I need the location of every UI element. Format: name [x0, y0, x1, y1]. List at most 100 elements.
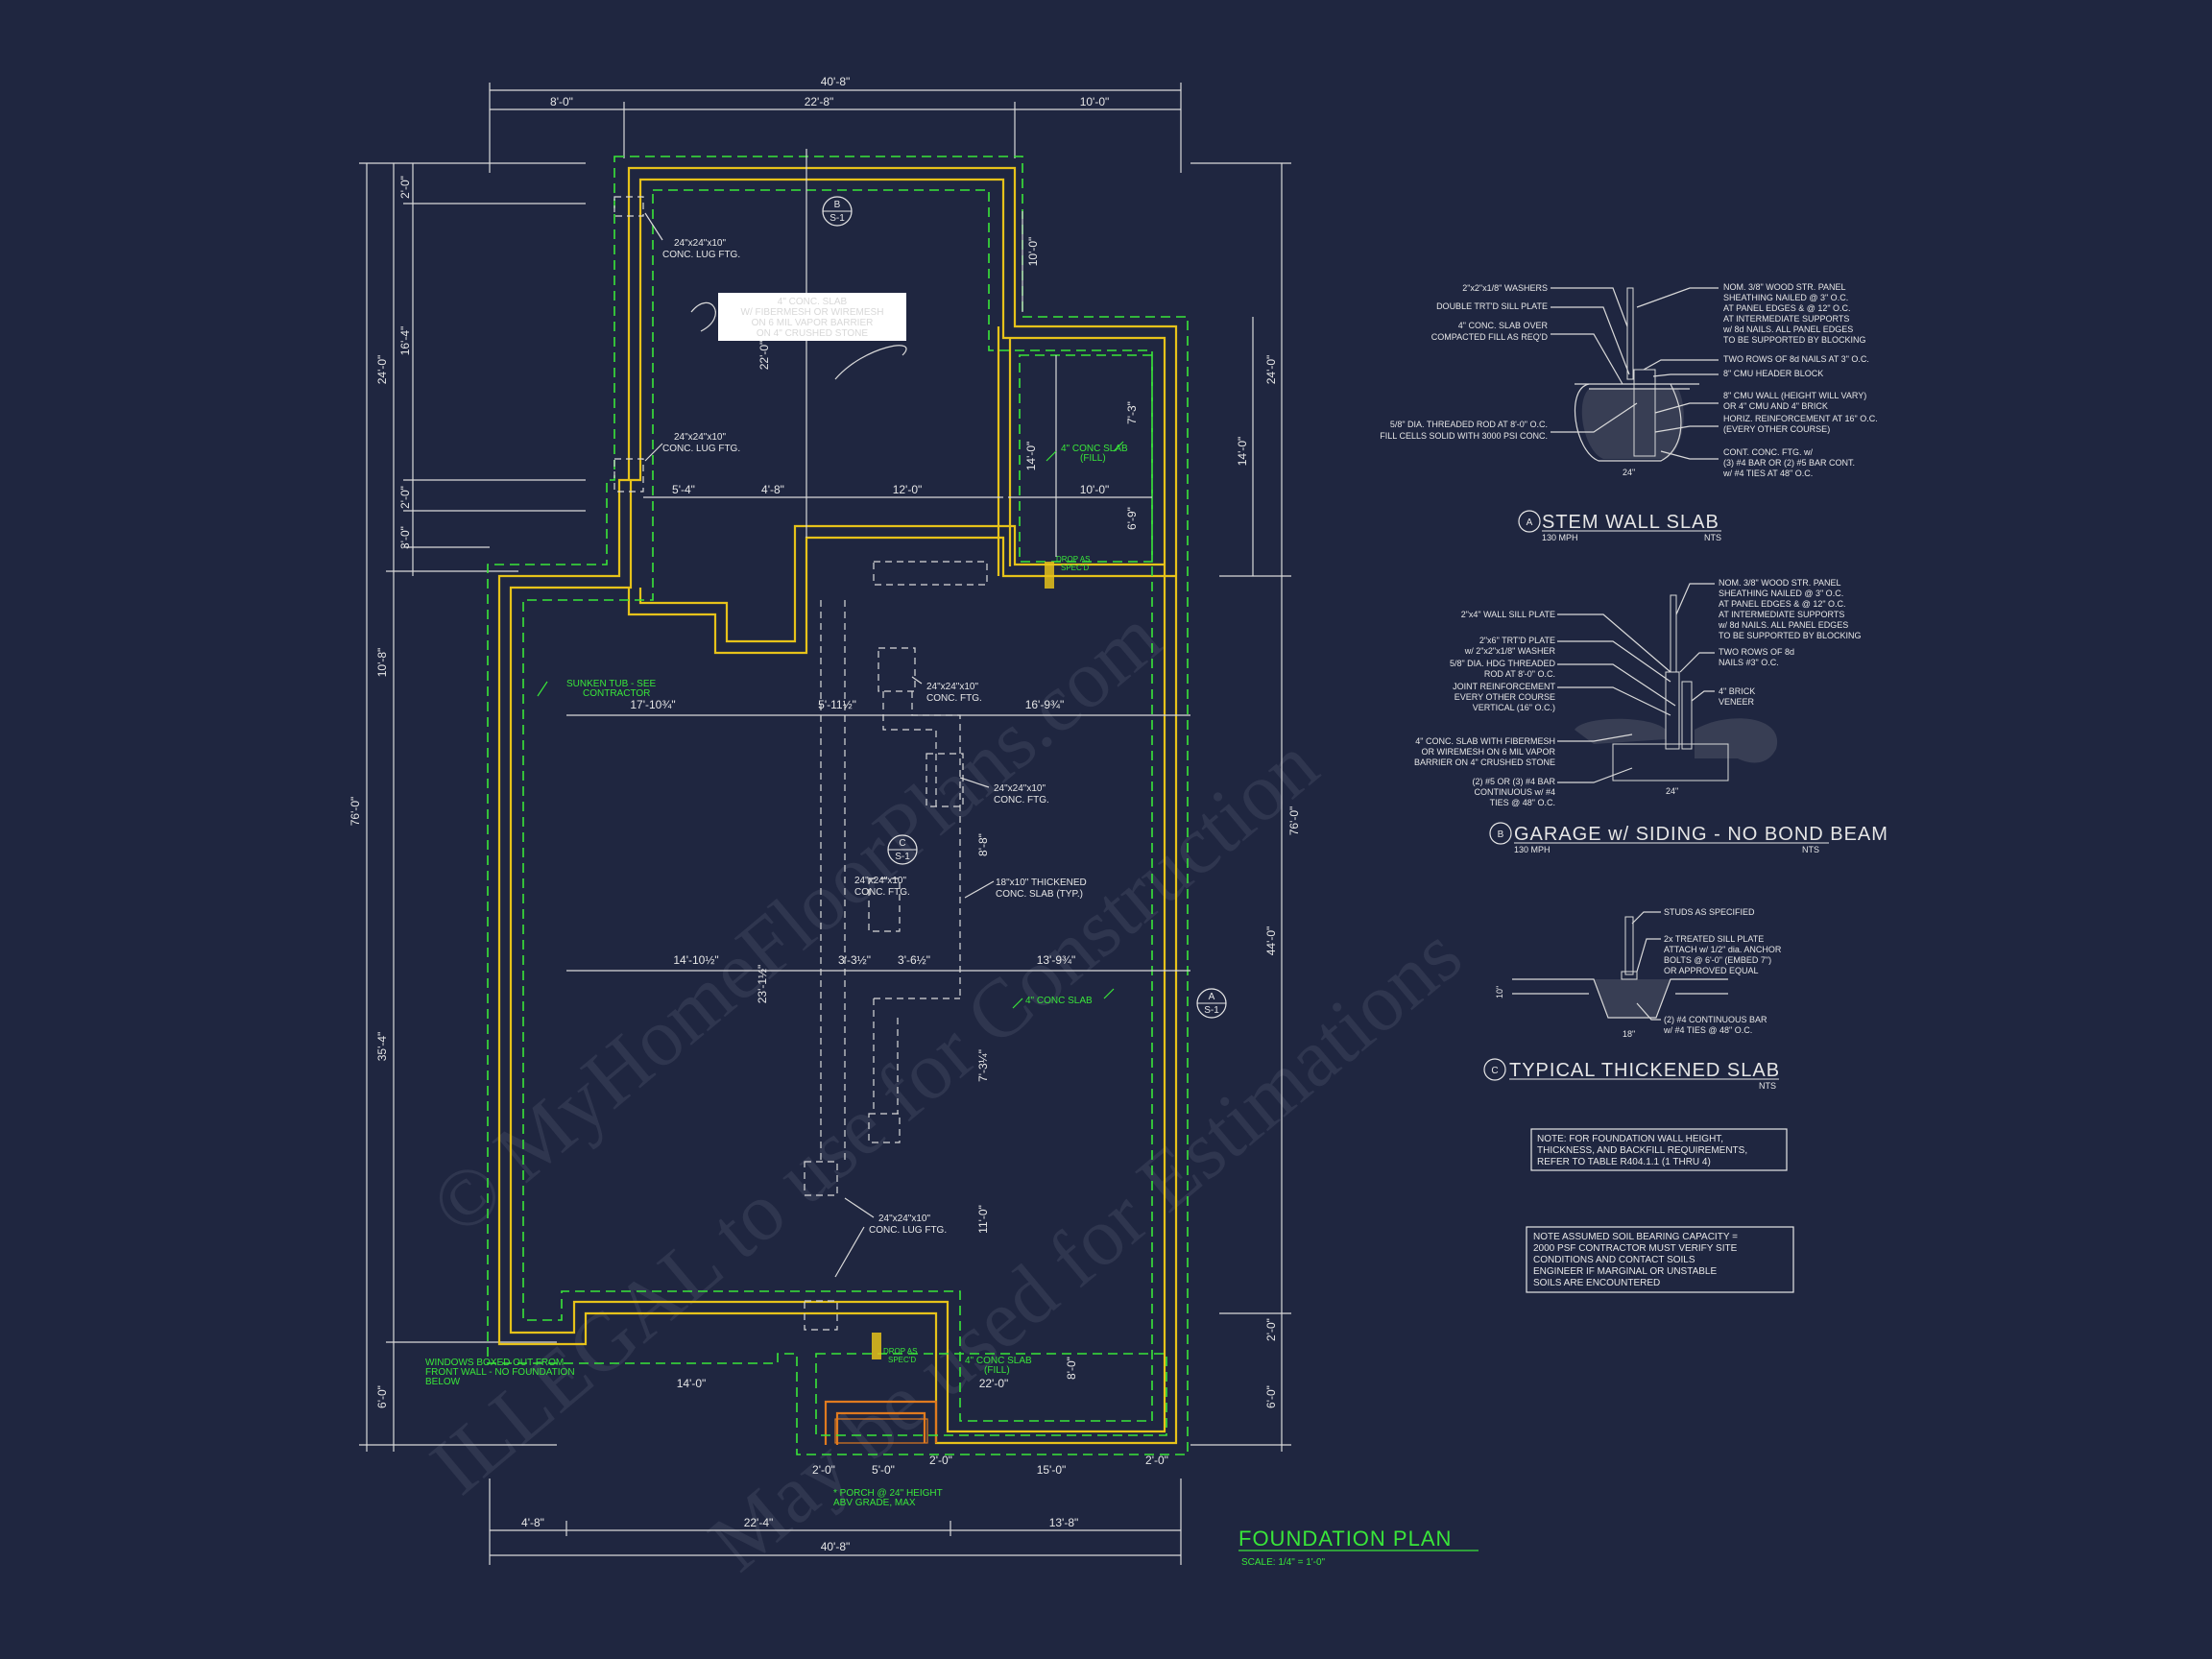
detail-a-left-notes: 2"x2"x1/8" WASHERS DOUBLE TRT'D SILL PLA…: [1380, 283, 1548, 441]
dim-in-14c: 14'-0": [677, 1377, 707, 1390]
dim-porch-2b: 2'-0": [929, 1454, 952, 1467]
foundation-wall-outer: [497, 166, 1178, 1445]
dim-right-24: 24'-0": [1264, 355, 1278, 385]
svg-text:2000 PSF CONTRACTOR MUST VERIF: 2000 PSF CONTRACTOR MUST VERIFY SITE: [1533, 1243, 1738, 1254]
dim-bot-mid: 22'-4": [744, 1516, 774, 1529]
dim-in-10: 10'-0": [1026, 237, 1040, 267]
dim-left-10: 10'-8": [375, 648, 389, 678]
svg-text:ROD AT 8'-0" O.C.: ROD AT 8'-0" O.C.: [1484, 669, 1555, 679]
dim-left-2b: 2'-0": [398, 486, 412, 509]
conc-fill-1-a: 4" CONC SLAB: [1061, 444, 1128, 454]
footing-outlines: [487, 156, 1189, 1455]
dim-top-right: 10'-0": [1080, 95, 1110, 108]
svg-text:2"x4" WALL SILL PLATE: 2"x4" WALL SILL PLATE: [1461, 610, 1555, 619]
detail-a-nts: NTS: [1704, 533, 1721, 542]
dim-porch-2a: 2'-0": [812, 1463, 835, 1477]
svg-text:5/8" DIA. THREADED ROD AT 8'-0: 5/8" DIA. THREADED ROD AT 8'-0" O.C.: [1390, 420, 1548, 429]
green-notes: 4" CONC SLAB (FILL) DROP AS SPEC'D SUNKE…: [425, 441, 1128, 1508]
ftg-a-size: 24"x24"x10": [926, 682, 978, 692]
footing-garage: [1019, 354, 1153, 563]
svg-text:VERTICAL (16" O.C.): VERTICAL (16" O.C.): [1473, 703, 1555, 712]
svg-text:(2) #5 OR (3) #4 BAR: (2) #5 OR (3) #4 BAR: [1472, 777, 1555, 786]
dim-left-6: 6'-0": [375, 1385, 389, 1408]
foundation-walls: [497, 166, 1178, 1445]
conc-fill-1-b: (FILL): [1080, 453, 1106, 464]
footing-porch-area: [815, 1353, 1167, 1436]
dim-porch-2c: 2'-0": [1145, 1454, 1168, 1467]
svg-text:w/ 8d NAILS. ALL PANEL EDGES: w/ 8d NAILS. ALL PANEL EDGES: [1718, 620, 1848, 630]
detail-a-dim: 24": [1623, 468, 1635, 477]
dim-in-14: 14'-0": [1024, 442, 1038, 471]
detail-a-wind: 130 MPH: [1542, 533, 1578, 542]
svg-text:BARRIER ON 4" CRUSHED STONE: BARRIER ON 4" CRUSHED STONE: [1414, 757, 1555, 767]
detail-a-stem-wall-slab: 24" 2"x2"x1/8" WASHERS DOUBLE TRT'D SILL…: [1380, 282, 1877, 542]
interior-bearing-wall: [627, 536, 1176, 655]
svg-text:TIES @ 48" O.C.: TIES @ 48" O.C.: [1490, 798, 1555, 807]
section-markers: B S-1 C S-1 A S-1: [822, 196, 1227, 1019]
dim-porch-15: 15'-0": [1037, 1463, 1067, 1477]
dim-in-13: 13'-9¾": [1037, 953, 1076, 967]
detail-c-title: TYPICAL THICKENED SLAB: [1509, 1060, 1780, 1081]
svg-text:4" CONC. SLAB WITH FIBERMESH: 4" CONC. SLAB WITH FIBERMESH: [1415, 736, 1555, 746]
svg-text:SOILS ARE ENCOUNTERED: SOILS ARE ENCOUNTERED: [1533, 1278, 1660, 1288]
svg-text:BOLTS @ 6'-0" (EMBED 7"): BOLTS @ 6'-0" (EMBED 7"): [1664, 955, 1771, 965]
windows-note-a: WINDOWS BOXED OUT FROM: [425, 1358, 564, 1368]
svg-text:B: B: [834, 200, 841, 210]
svg-text:TWO ROWS OF 8d NAILS AT 3" O.C: TWO ROWS OF 8d NAILS AT 3" O.C.: [1723, 354, 1869, 364]
dim-left-24: 24'-0": [375, 355, 389, 385]
detail-b-tag: B: [1498, 830, 1504, 840]
lug-ftg-1-size: 24"x24"x10": [674, 238, 726, 249]
dim-bot-left: 4'-8": [521, 1516, 544, 1529]
conc-slab-note: 4" CONC SLAB: [1025, 996, 1093, 1006]
svg-text:HORIZ. REINFORCEMENT AT 16" O.: HORIZ. REINFORCEMENT AT 16" O.C.: [1723, 414, 1878, 423]
svg-text:w/ 8d NAILS. ALL PANEL EDGES: w/ 8d NAILS. ALL PANEL EDGES: [1722, 325, 1853, 334]
svg-text:C: C: [899, 838, 905, 849]
svg-text:AT PANEL EDGES & @ 12" O.C.: AT PANEL EDGES & @ 12" O.C.: [1719, 599, 1846, 609]
detail-a-right-notes: NOM. 3/8" WOOD STR. PANEL SHEATHING NAIL…: [1722, 282, 1878, 478]
footing-outer: [487, 156, 1189, 1455]
dim-in-7-3: 7'-3": [1125, 401, 1139, 424]
svg-text:SHEATHING NAILED @ 3" O.C.: SHEATHING NAILED @ 3" O.C.: [1719, 589, 1843, 598]
svg-text:NOTE ASSUMED SOIL BEARING CAPA: NOTE ASSUMED SOIL BEARING CAPACITY =: [1533, 1232, 1738, 1242]
thickened-slab-b: CONC. SLAB (TYP.): [996, 889, 1083, 900]
slab-callout-box: 4" CONC. SLAB W/ FIBERMESH OR WIREMESH O…: [718, 293, 906, 341]
sunken-tub-a: SUNKEN TUB - SEE: [566, 679, 656, 689]
note-box-foundation-wall: NOTE: FOR FOUNDATION WALL HEIGHT, THICKN…: [1530, 1128, 1788, 1171]
svg-text:TWO ROWS OF 8d: TWO ROWS OF 8d: [1719, 647, 1794, 657]
note-box-soil-bearing: NOTE ASSUMED SOIL BEARING CAPACITY = 200…: [1526, 1226, 1794, 1293]
svg-text:ATTACH w/ 1/2" dia. ANCHOR: ATTACH w/ 1/2" dia. ANCHOR: [1664, 945, 1782, 954]
svg-text:TO BE SUPPORTED BY BLOCKING: TO BE SUPPORTED BY BLOCKING: [1719, 631, 1862, 640]
section-marker-b[interactable]: B S-1: [822, 196, 853, 227]
dim-in-7-3b: 7'-3¼": [976, 1049, 990, 1082]
svg-text:OR 4" CMU AND 4" BRICK: OR 4" CMU AND 4" BRICK: [1723, 401, 1828, 411]
dim-left-3: 3'-0": [398, 526, 412, 549]
svg-text:ENGINEER IF MARGINAL OR UNSTAB: ENGINEER IF MARGINAL OR UNSTABLE: [1533, 1266, 1717, 1277]
detail-c-notes: STUDS AS SPECIFIED 2x TREATED SILL PLATE…: [1663, 907, 1782, 1035]
porch-note-b: ABV GRADE, MAX: [833, 1498, 916, 1508]
lug-ftg-2-size: 24"x24"x10": [674, 432, 726, 443]
drop-2-a: DROP AS: [883, 1347, 917, 1356]
plan-scale: SCALE: 1/4" = 1'-0": [1241, 1557, 1326, 1568]
dim-in-22b: 22'-0": [979, 1377, 1009, 1390]
detail-b-right-notes: NOM. 3/8" WOOD STR. PANEL SHEATHING NAIL…: [1718, 578, 1862, 707]
svg-text:OR APPROVED EQUAL: OR APPROVED EQUAL: [1664, 966, 1759, 975]
dim-in-10b: 10'-0": [1080, 483, 1110, 496]
svg-text:(3) #4 BAR OR (2) #5 BAR CONT.: (3) #4 BAR OR (2) #5 BAR CONT.: [1723, 458, 1855, 468]
dim-in-23: 23'-1½": [756, 965, 769, 1004]
dim-right-overall: 76'-0": [1287, 806, 1301, 836]
svg-text:SHEATHING NAILED @ 3" O.C.: SHEATHING NAILED @ 3" O.C.: [1723, 293, 1848, 302]
svg-text:AT PANEL EDGES & @ 12" O.C.: AT PANEL EDGES & @ 12" O.C.: [1723, 303, 1851, 313]
section-marker-c[interactable]: C S-1: [887, 834, 918, 865]
svg-text:w/ #4 TIES AT 48" O.C.: w/ #4 TIES AT 48" O.C.: [1722, 469, 1813, 478]
section-marker-a[interactable]: A S-1: [1196, 988, 1227, 1019]
detail-b-title: GARAGE w/ SIDING - NO BOND BEAM: [1514, 824, 1888, 845]
lug-ftg-1-desc: CONC. LUG FTG.: [662, 250, 740, 260]
watermark: © MyHomeFloorPlans.com ILLEGAL to use fo…: [414, 590, 1479, 1589]
ftg-b-desc: CONC. FTG.: [994, 795, 1049, 805]
svg-text:2"x6" TRT'D PLATE: 2"x6" TRT'D PLATE: [1479, 636, 1555, 645]
dim-in-5-11: 5'-11½": [818, 698, 856, 711]
dim-in-8-0: 8'-0": [1065, 1357, 1078, 1380]
sunken-tub-b: CONTRACTOR: [583, 688, 650, 699]
dim-left-2a: 2'-0": [398, 176, 412, 199]
